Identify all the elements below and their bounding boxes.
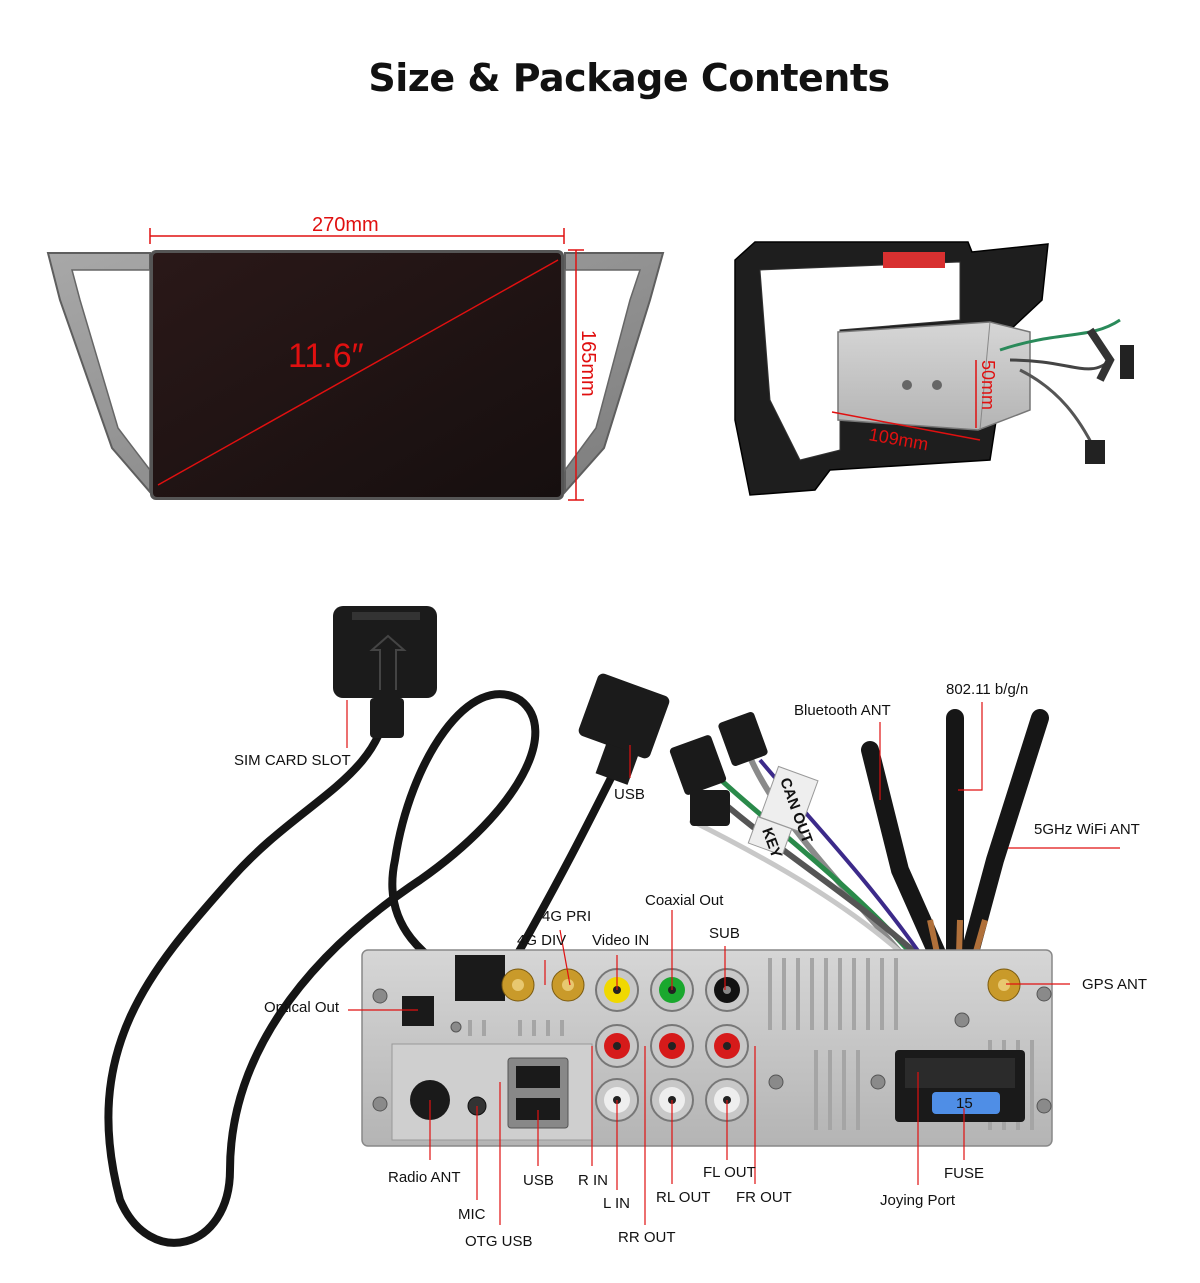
label-fl-out: FL OUT <box>703 1164 756 1181</box>
sim-card-slot <box>333 606 437 698</box>
label-radio-ant: Radio ANT <box>388 1169 461 1186</box>
label-video-in: Video IN <box>592 932 649 949</box>
unit-height-label: 50mm <box>978 360 998 410</box>
label-fr-out: FR OUT <box>736 1189 792 1206</box>
label-sim-card-slot: SIM CARD SLOT <box>234 752 351 769</box>
label-optical-out: Optical Out <box>264 999 340 1016</box>
label-mic: MIC <box>458 1206 486 1223</box>
usb-cable <box>496 758 624 987</box>
label-wifi-24: 802.11 b/g/n <box>946 681 1028 698</box>
label-otg-usb: OTG USB <box>465 1233 533 1250</box>
height-label: 165mm <box>577 330 599 397</box>
label-4g-div: 4G DIV <box>517 932 566 949</box>
fuse-rating: 15 <box>956 1095 973 1112</box>
label-l-in: L IN <box>603 1195 630 1212</box>
width-label: 270mm <box>312 214 379 236</box>
label-rr-out: RR OUT <box>618 1229 676 1246</box>
usb-plug <box>578 673 670 759</box>
label-bluetooth-ant: Bluetooth ANT <box>794 702 891 719</box>
label-rl-out: RL OUT <box>656 1189 710 1206</box>
diagonal-line <box>157 259 559 486</box>
label-usb: USB <box>523 1172 554 1189</box>
head-unit-front: 11.6″ 270mm 165mm <box>46 214 665 501</box>
label-joying-port: Joying Port <box>880 1192 956 1209</box>
chassis-box <box>837 321 1031 431</box>
rca-jacks <box>595 968 749 1122</box>
label-usb-cable: USB <box>614 786 645 803</box>
diagonal-label: 11.6″ <box>288 337 364 375</box>
sim-cable <box>104 690 540 1247</box>
label-wifi-5: 5GHz WiFi ANT <box>1034 821 1140 838</box>
label-coaxial-out: Coaxial Out <box>645 892 724 909</box>
page-title: Size & Package Contents <box>368 56 890 100</box>
label-gps-ant: GPS ANT <box>1082 976 1147 993</box>
fuse-body <box>932 1092 1000 1114</box>
label-r-in: R IN <box>578 1172 608 1189</box>
label-sub: SUB <box>709 925 740 942</box>
sma-connectors <box>501 968 1021 1002</box>
head-unit-side: 50mm 109mm <box>734 241 1134 496</box>
optical-port <box>402 996 434 1026</box>
rear-panel-diagram: CAN OUT KEY <box>104 606 1147 1250</box>
label-fuse: FUSE <box>944 1165 984 1182</box>
label-4g-pri: 4G PRI <box>542 908 591 925</box>
